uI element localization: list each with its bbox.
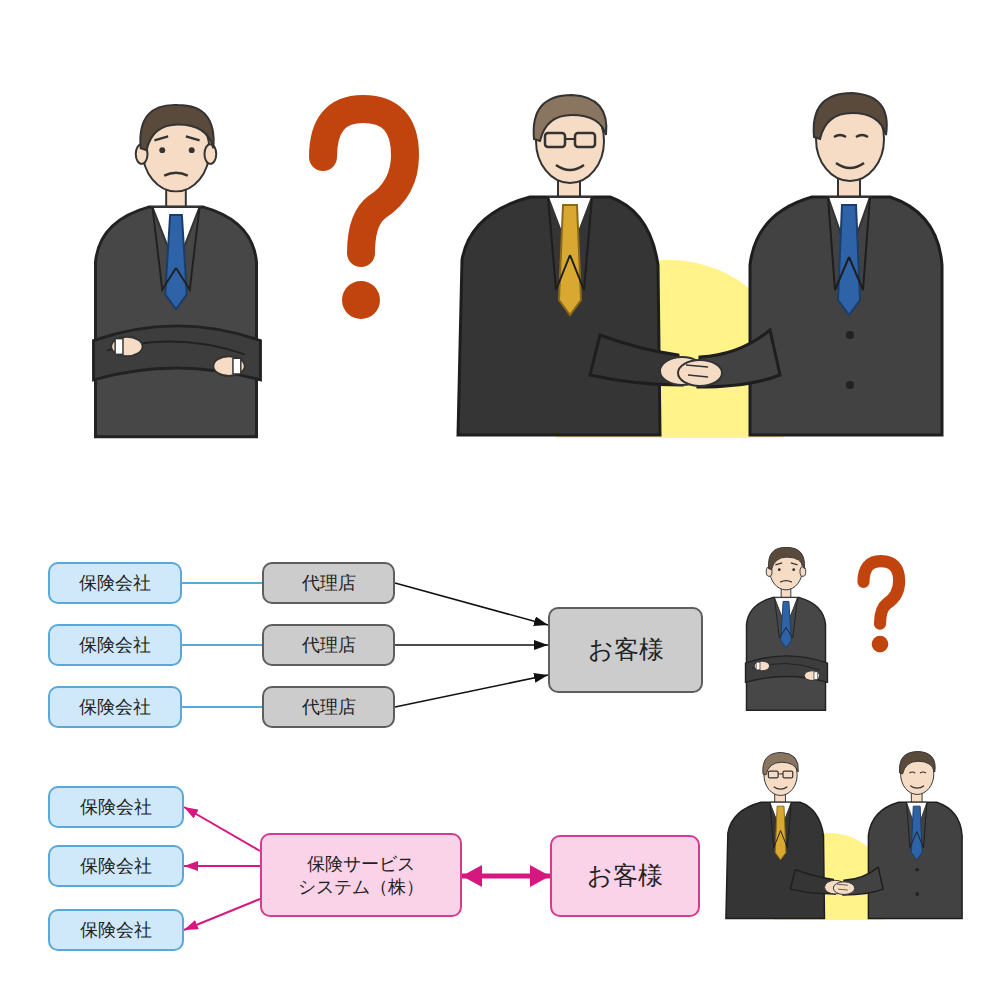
box-label: 保険サービス システム（株） <box>274 852 448 899</box>
box-label: お客様 <box>588 634 664 667</box>
connector-arrow <box>395 644 548 646</box>
connector-line <box>182 582 262 584</box>
connector-arrow <box>395 583 548 625</box>
connector-arrow <box>184 865 260 867</box>
connector-arrow <box>184 807 260 851</box>
confused-man <box>746 547 828 710</box>
box-label: 保険会社 <box>80 918 152 941</box>
agent-box: 代理店 <box>262 686 395 728</box>
connector-arrow <box>184 899 260 930</box>
service-box: 保険サービス システム（株） <box>260 833 462 917</box>
company-box: 保険会社 <box>48 909 184 951</box>
company-box: 保険会社 <box>48 624 182 666</box>
company-box: 保険会社 <box>48 845 184 887</box>
box-label: 保険会社 <box>79 695 151 718</box>
question-mark <box>323 109 405 319</box>
connector-line <box>182 706 262 708</box>
box-label: 代理店 <box>302 633 356 656</box>
service-box: お客様 <box>550 835 700 917</box>
connector-arrow <box>395 675 548 707</box>
connector-line <box>182 644 262 646</box>
agent-box: 代理店 <box>262 562 395 604</box>
box-label: 代理店 <box>302 571 356 594</box>
company-box: 保険会社 <box>48 686 182 728</box>
box-label: 保険会社 <box>80 854 152 877</box>
box-label: 保険会社 <box>80 795 152 818</box>
connector-arrow <box>462 874 550 879</box>
agent-box: お客様 <box>548 607 703 693</box>
handshake-figure <box>458 93 942 510</box>
company-box: 保険会社 <box>48 786 184 828</box>
confused-man <box>94 105 261 437</box>
handshake-figure <box>726 752 962 955</box>
agent-box: 代理店 <box>262 624 395 666</box>
box-label: 保険会社 <box>79 571 151 594</box>
company-box: 保険会社 <box>48 562 182 604</box>
box-label: 代理店 <box>302 695 356 718</box>
question-mark <box>863 561 899 652</box>
box-label: 保険会社 <box>79 633 151 656</box>
box-label: お客様 <box>587 860 663 893</box>
